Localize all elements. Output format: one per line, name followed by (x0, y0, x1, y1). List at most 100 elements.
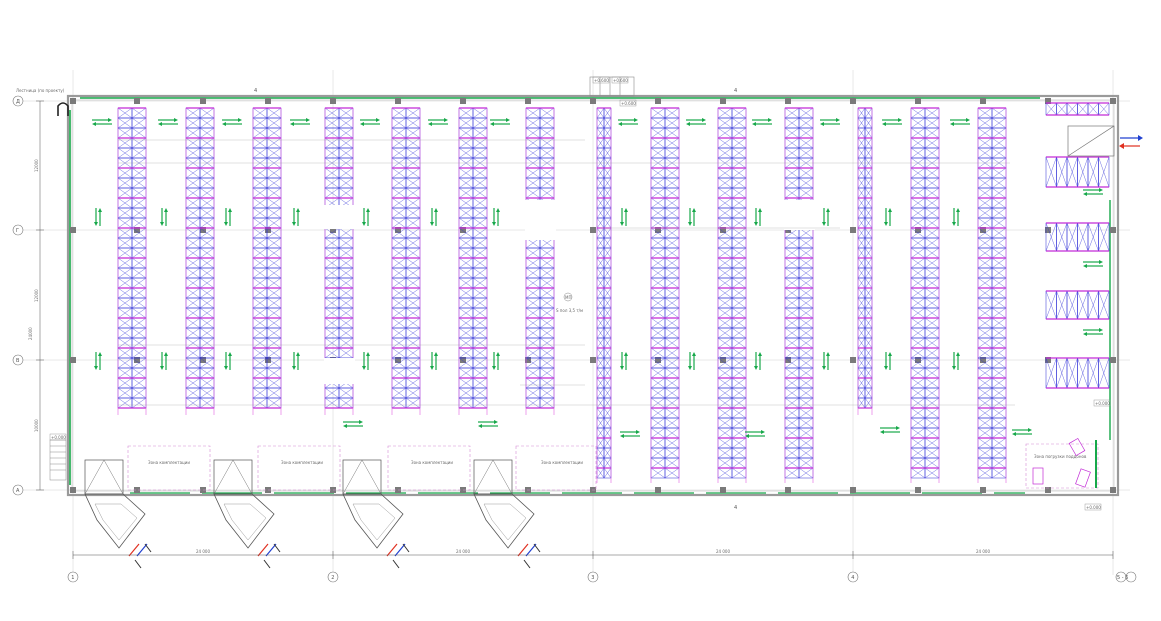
arrow-head (1028, 428, 1032, 432)
flow-arrow-red (386, 543, 398, 557)
rack-brace (596, 107, 605, 119)
rack-brace (731, 177, 747, 189)
column (590, 357, 596, 363)
arrow-head (692, 352, 696, 356)
rack-brace (857, 387, 866, 399)
rack-brace (991, 367, 1007, 379)
traffic-arrow-icon (754, 352, 762, 370)
rack-brace (977, 267, 993, 279)
rack-brace (117, 217, 133, 229)
rack-brace (650, 337, 666, 349)
rack-brace (650, 167, 666, 179)
arrow-head (758, 352, 762, 356)
rack-brace (338, 287, 354, 299)
top-axis-mark-2: 4 (734, 88, 737, 94)
rack-brace (391, 207, 407, 219)
arrow-head (620, 366, 624, 370)
rack-brace (596, 147, 605, 159)
rack-gap (784, 200, 815, 230)
rack-brace (864, 257, 873, 269)
rack-brace (252, 167, 268, 179)
rack-brace (798, 427, 814, 439)
rack-brace (405, 187, 421, 199)
rack-brace (596, 447, 605, 459)
rack-brace (539, 287, 555, 299)
rack-brace (472, 167, 488, 179)
arrow-head (956, 208, 960, 212)
arrow-head (758, 208, 762, 212)
rack-brace (117, 207, 133, 219)
rack-brace (603, 437, 612, 449)
rack-brace (717, 297, 733, 309)
rack-brace (117, 177, 133, 189)
rack-brace (798, 287, 814, 299)
central-mark-circle (563, 292, 573, 302)
rack-brace (338, 387, 354, 399)
rack-brace (596, 407, 605, 419)
rack-brace (117, 187, 133, 199)
rack-brace (1066, 102, 1078, 116)
rack-brace (525, 187, 541, 199)
rack-brace (977, 417, 993, 429)
rack-brace (131, 227, 147, 239)
column (330, 227, 336, 233)
rack-brace (596, 277, 605, 289)
dock-swing (84, 459, 124, 495)
rack-brace (185, 307, 201, 319)
rack-brace (1077, 290, 1089, 320)
rack-brace (266, 257, 282, 269)
rack-brace (405, 267, 421, 279)
column (1045, 357, 1051, 363)
rack-brace (405, 327, 421, 339)
rack-brace (784, 327, 800, 339)
rack-brace (603, 287, 612, 299)
rack-brace (199, 307, 215, 319)
rack-brace (391, 117, 407, 129)
rack-brace (798, 367, 814, 379)
rack-brace (405, 207, 421, 219)
rack-brace (910, 187, 926, 199)
rack-brace (991, 107, 1007, 119)
rack-brace (864, 347, 873, 359)
rack-brace (458, 317, 474, 329)
rack-brace (664, 287, 680, 299)
rack-brace (185, 287, 201, 299)
column (655, 357, 661, 363)
dock-leveler (473, 493, 535, 549)
arrow-head (430, 366, 434, 370)
rack-brace (596, 337, 605, 349)
rack-brace (603, 347, 612, 359)
column (720, 487, 726, 493)
rack-brace (338, 247, 354, 259)
rack-brace (784, 267, 800, 279)
arrow-head (174, 118, 178, 122)
axis-bubble (587, 571, 599, 583)
rack-brace (798, 167, 814, 179)
rack-brace (525, 327, 541, 339)
rack-brace (539, 307, 555, 319)
column (460, 357, 466, 363)
rack-brace (252, 317, 268, 329)
column (850, 98, 856, 104)
traffic-arrow-icon (620, 430, 640, 438)
rack-brace (472, 357, 488, 369)
rack-brace (717, 187, 733, 199)
rack-brace (458, 127, 474, 139)
rack-brace (324, 247, 340, 259)
rack-brace (864, 207, 873, 219)
rack-brace (185, 297, 201, 309)
axis-bubble (12, 224, 24, 236)
rack-brace (991, 327, 1007, 339)
arrow-head (290, 122, 294, 126)
rack-brace (717, 127, 733, 139)
rack-brace (664, 227, 680, 239)
rack-brace (977, 467, 993, 479)
dock-door (84, 459, 124, 495)
rack-brace (731, 447, 747, 459)
rack-brace (458, 397, 474, 409)
rack-brace (131, 387, 147, 399)
rack-brace (924, 247, 940, 259)
rack-brace (650, 467, 666, 479)
left-dim-1: 12000 (34, 159, 39, 172)
rack-brace (1066, 156, 1078, 188)
